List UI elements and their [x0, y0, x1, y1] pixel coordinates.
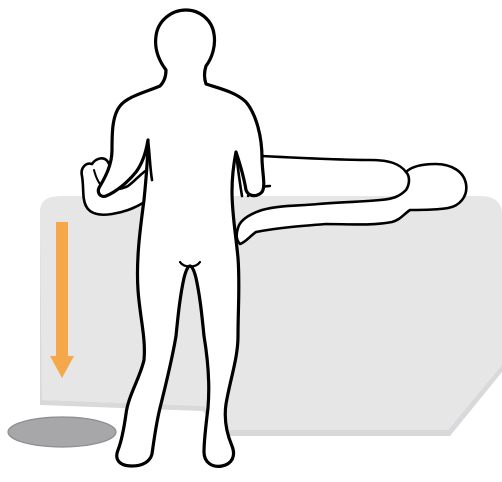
floor-spot-icon — [8, 417, 116, 447]
arrow-shaft — [56, 222, 68, 356]
table-top — [40, 196, 502, 430]
patient-upper-edge — [262, 156, 406, 172]
